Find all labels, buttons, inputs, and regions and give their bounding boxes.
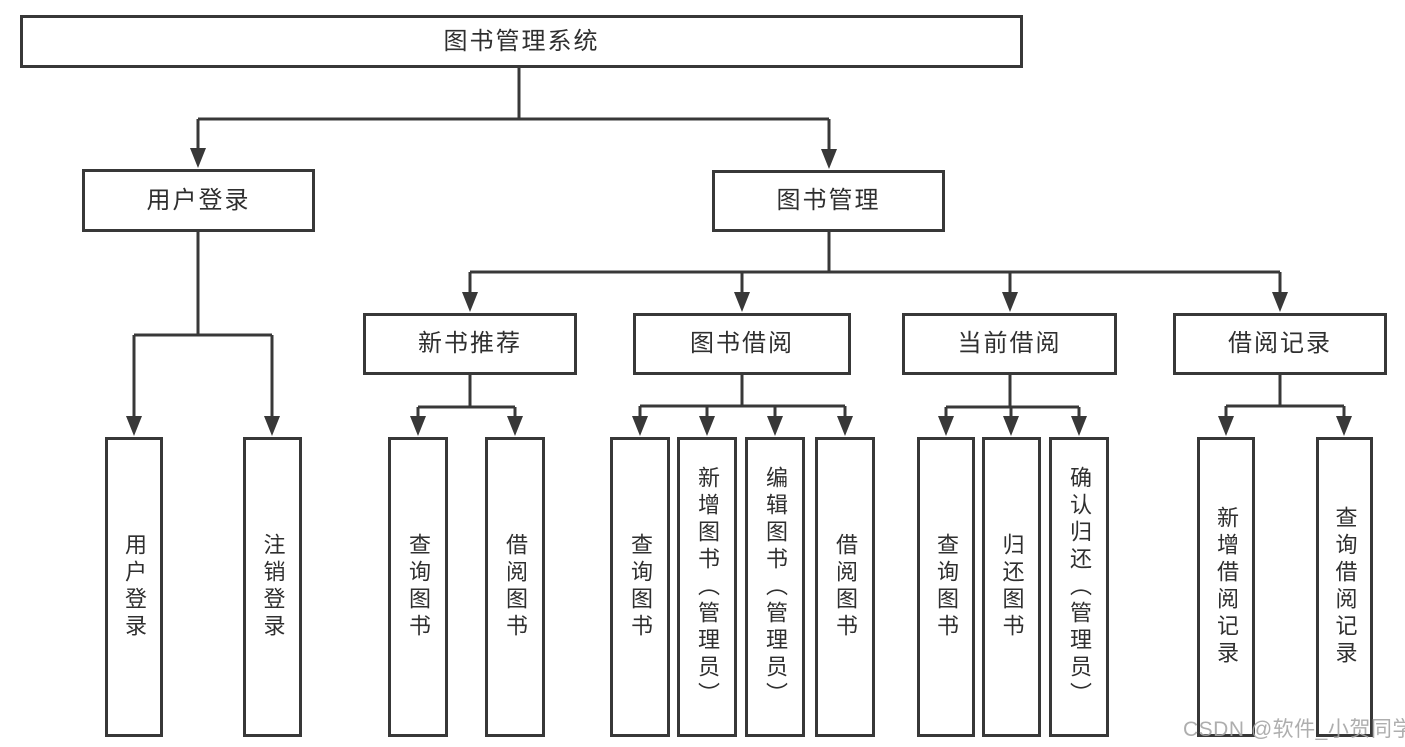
leaf-recommend-borrow-books: 借阅图书 xyxy=(485,437,545,737)
leaf-records-query-borrow-record: 查询借阅记录 xyxy=(1316,437,1373,737)
leaf-borrowing-edit-books-admin: 编辑图书（管理员） xyxy=(745,437,805,737)
node-borrow-records: 借阅记录 xyxy=(1173,313,1387,375)
node-user-login: 用户登录 xyxy=(82,169,315,232)
leaf-current-return-books: 归还图书 xyxy=(982,437,1041,737)
leaf-borrowing-add-books-admin: 新增图书（管理员） xyxy=(677,437,737,737)
leaf-records-add-borrow-record: 新增借阅记录 xyxy=(1197,437,1255,737)
connector-newbookrec-to-leaves xyxy=(416,375,517,420)
node-book-management: 图书管理 xyxy=(712,170,945,232)
leaf-borrowing-borrow-books: 借阅图书 xyxy=(815,437,875,737)
leaf-recommend-query-books: 查询图书 xyxy=(388,437,448,737)
connector-bookmgmt-to-level3 xyxy=(468,232,1282,296)
connector-borrowrecords-to-leaves xyxy=(1224,375,1346,420)
node-current-borrowing: 当前借阅 xyxy=(902,313,1117,375)
connector-userlogin-to-leaves xyxy=(132,232,274,420)
leaf-user-login: 用户登录 xyxy=(105,437,163,737)
node-new-book-recommend: 新书推荐 xyxy=(363,313,577,375)
leaf-logout: 注销登录 xyxy=(243,437,302,737)
connector-currentborrow-to-leaves xyxy=(944,375,1081,420)
leaf-current-query-books: 查询图书 xyxy=(917,437,975,737)
csdn-watermark: CSDN @软件_小贺同学 xyxy=(1183,718,1405,741)
leaf-borrowing-query-books: 查询图书 xyxy=(610,437,670,737)
node-book-borrowing: 图书借阅 xyxy=(633,313,851,375)
connector-bookborrow-to-leaves xyxy=(638,375,847,420)
node-root-system: 图书管理系统 xyxy=(20,15,1023,68)
connector-root-to-level2 xyxy=(196,68,831,153)
leaf-current-confirm-return-admin: 确认归还（管理员） xyxy=(1049,437,1109,737)
